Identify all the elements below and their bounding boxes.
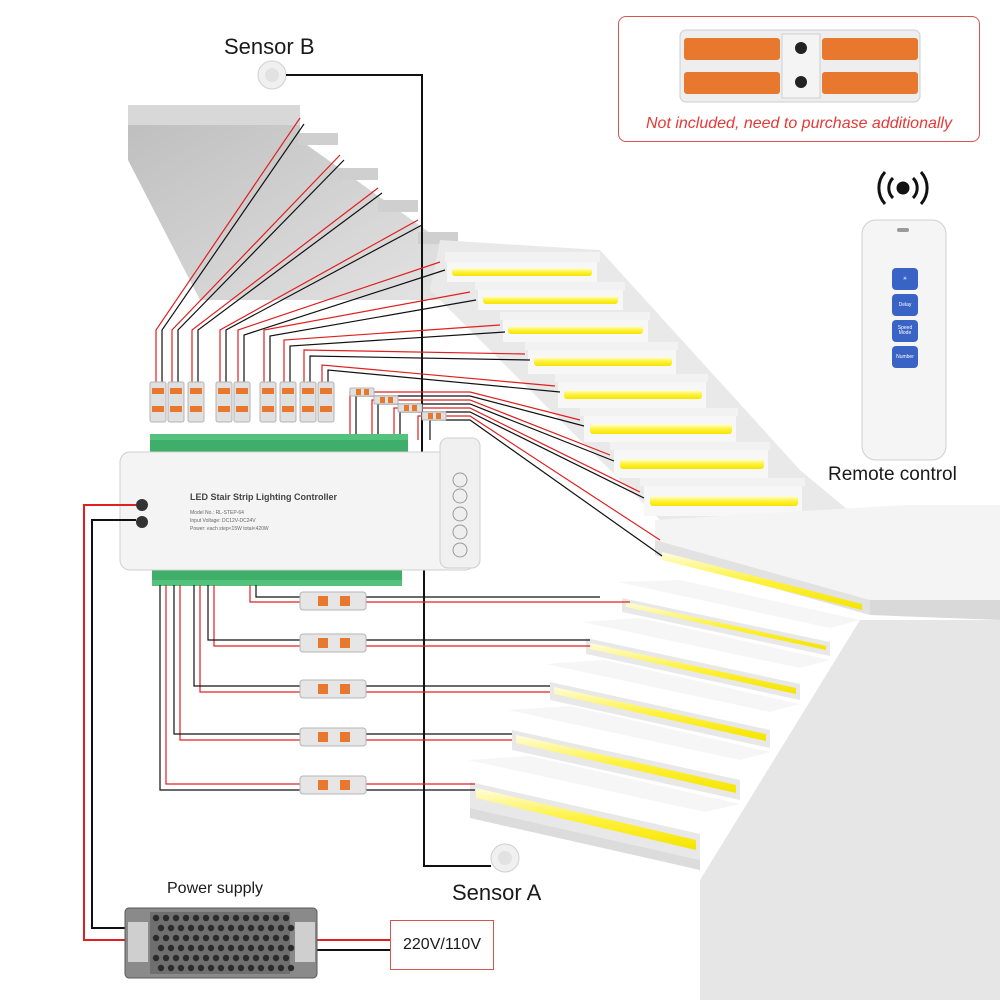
- remote-control-label: Remote control: [828, 464, 957, 485]
- step: [508, 706, 770, 800]
- step: [500, 312, 650, 342]
- controller-power: Power: each step<15W total<420W: [190, 526, 269, 532]
- remote-button-number: Number: [892, 346, 918, 368]
- connector-icon: [149, 381, 447, 423]
- sensor-icon: [257, 60, 287, 90]
- power-supply-label: Power supply: [167, 880, 264, 897]
- upper-wiring: [155, 117, 663, 557]
- lower-flight: [468, 580, 1000, 1000]
- step: [475, 282, 625, 310]
- step: [546, 660, 800, 748]
- step: [470, 808, 700, 870]
- step: [445, 252, 600, 282]
- step: [555, 374, 708, 408]
- signal-icon: [877, 171, 929, 205]
- step: [580, 408, 738, 442]
- remote-button-delay: Delay: [892, 294, 918, 316]
- terminal-block-top: [150, 434, 408, 454]
- step: [610, 442, 770, 478]
- step: [468, 756, 740, 860]
- lower-wiring: [159, 585, 630, 791]
- sensor-a-label: Sensor A: [452, 880, 542, 905]
- step: [582, 618, 830, 700]
- remote-button-speed-mode: Speed Mode: [892, 320, 918, 342]
- sensor-b-label: Sensor B: [224, 34, 315, 59]
- connector-icon: [679, 29, 921, 103]
- connector-icon: [299, 591, 367, 795]
- power-wires: [83, 504, 390, 951]
- step: [640, 478, 805, 516]
- voltage-box: 220V/110V: [390, 920, 494, 970]
- controller-body: [119, 437, 481, 571]
- purchase-notice-text: Not included, need to purchase additiona…: [646, 115, 952, 132]
- step: [618, 580, 860, 656]
- controller-model: Model No.: RL-STEP-64: [190, 510, 244, 516]
- upper-steps: [445, 252, 805, 516]
- power-supply-icon: [124, 907, 318, 979]
- controller-title: LED Stair Strip Lighting Controller: [190, 492, 337, 502]
- landing: [655, 505, 1000, 620]
- controller-input: Input Voltage: DC12V-DC24V: [190, 518, 256, 524]
- sensor-icon: [490, 843, 520, 873]
- purchase-notice: Not included, need to purchase additiona…: [618, 16, 980, 142]
- sensor-wires: [286, 74, 491, 867]
- remote-button-light: ☀: [892, 268, 918, 290]
- step: [525, 342, 678, 374]
